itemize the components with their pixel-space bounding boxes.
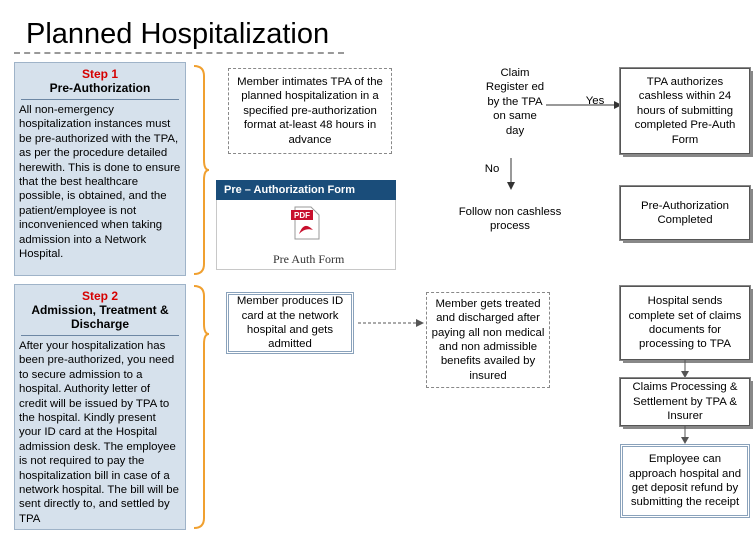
pre-auth-form-panel[interactable]: PDF Pre Auth Form [216,200,396,270]
step2-name: Admission, Treatment & Discharge [31,303,169,331]
pre-auth-form-header: Pre – Authorization Form [216,180,396,200]
pdf-icon-label: PDF [294,211,310,220]
pre-auth-form-link[interactable]: Pre Auth Form [273,252,345,266]
step2-panel: Step 2 Admission, Treatment & Discharge … [14,284,186,530]
page-title: Planned Hospitalization [26,18,330,50]
hospital-sends-text: Hospital sends complete set of claims do… [628,295,742,351]
no-arrow [507,158,515,190]
produces-to-treated-arrow [358,319,424,327]
claim-register-text: Claim Register ed by the TPA on same day [485,67,545,137]
member-intimates-text: Member intimates TPA of the planned hosp… [237,75,383,146]
step1-heading: Step 1 Pre-Authorization [15,67,185,95]
step2-brace [193,285,210,529]
step1-divider [21,99,179,100]
claims-processing-text: Claims Processing & Settlement by TPA & … [632,381,738,423]
member-produces-id-text: Member produces ID card at the network h… [236,295,344,351]
no-label: No [484,163,500,175]
step2-divider [21,335,179,336]
step1-description: All non-emergency hospitalization instan… [19,104,181,261]
hospital-sends-box: Hospital sends complete set of claims do… [620,286,750,360]
pre-auth-completed-box: Pre-Authorization Completed [620,186,750,240]
follow-non-cashless-text: Follow non cashless process [458,206,562,233]
yes-arrow [546,101,622,109]
member-treated-box: Member gets treated and discharged after… [426,292,550,388]
yes-label: Yes [585,95,605,107]
step1-brace [193,65,210,275]
step1-label: Step 1 [81,67,118,81]
title-divider [14,52,344,54]
step2-heading: Step 2 Admission, Treatment & Discharge [15,289,185,331]
employee-refund-box: Employee can approach hospital and get d… [620,444,750,518]
step1-name: Pre-Authorization [49,81,151,95]
pdf-icon[interactable]: PDF [291,206,321,240]
claims-processing-box: Claims Processing & Settlement by TPA & … [620,378,750,426]
member-intimates-box: Member intimates TPA of the planned hosp… [228,68,392,154]
member-produces-id-box: Member produces ID card at the network h… [226,292,354,354]
step1-panel: Step 1 Pre-Authorization All non-emergen… [14,62,186,276]
processing-to-refund-arrow [681,426,689,444]
step2-label: Step 2 [81,289,118,303]
member-treated-text: Member gets treated and discharged after… [431,297,545,382]
step2-description: After your hospitalization has been pre-… [19,340,179,525]
pre-auth-completed-text: Pre-Authorization Completed [640,199,729,226]
tpa-authorizes-box: TPA authorizes cashless within 24 hours … [620,68,750,154]
tpa-authorizes-text: TPA authorizes cashless within 24 hours … [634,75,736,146]
sends-to-processing-arrow [681,360,689,378]
employee-refund-text: Employee can approach hospital and get d… [628,453,742,509]
